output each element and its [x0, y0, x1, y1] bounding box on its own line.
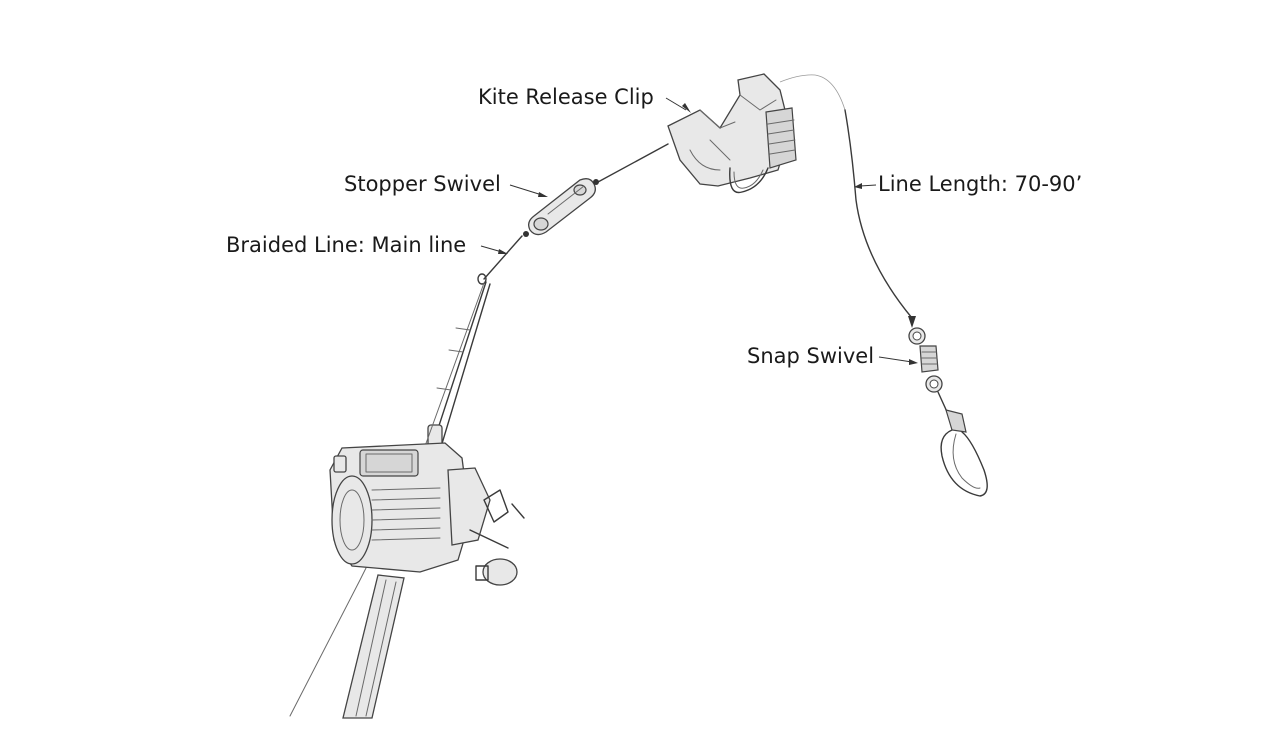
- label-braided-line: Braided Line: Main line: [226, 233, 466, 257]
- label-stopper-swivel-group: Stopper Swivel: [344, 172, 548, 197]
- stopper-swivel: [523, 178, 599, 237]
- main-line: [483, 143, 669, 280]
- label-kite-release-clip-group: Kite Release Clip: [478, 85, 691, 113]
- leader-line: [844, 109, 916, 328]
- label-line-length: Line Length: 70-90’: [878, 172, 1082, 196]
- snap-swivel: [908, 327, 988, 497]
- label-snap-swivel: Snap Swivel: [747, 344, 874, 368]
- fishing-reel: [329, 442, 525, 586]
- label-line-length-group: Line Length: 70-90’: [854, 172, 1082, 196]
- label-snap-swivel-group: Snap Swivel: [747, 344, 918, 368]
- kite-release-clip: [667, 73, 846, 194]
- label-kite-release-clip: Kite Release Clip: [478, 85, 654, 109]
- label-braided-line-group: Braided Line: Main line: [226, 233, 508, 257]
- label-stopper-swivel: Stopper Swivel: [344, 172, 501, 196]
